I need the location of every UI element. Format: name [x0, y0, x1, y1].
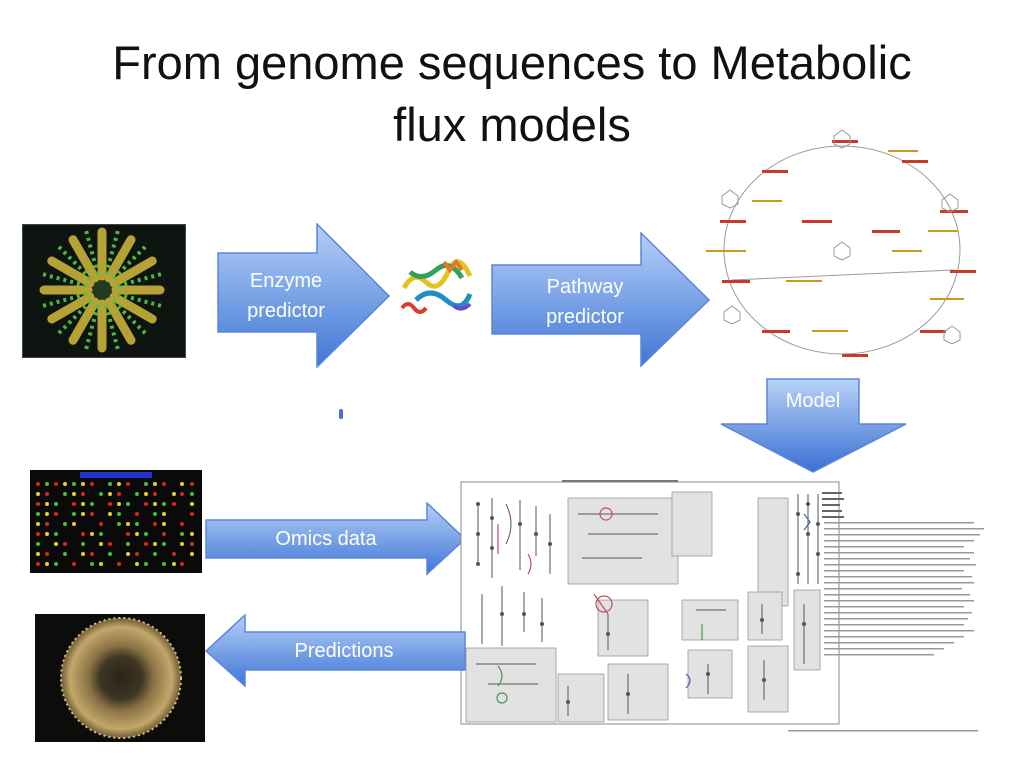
- enzyme-predictor-label: Enzyme predictor: [247, 270, 325, 322]
- cell-micrograph-image: [22, 224, 186, 358]
- model-label: Model: [785, 390, 841, 412]
- title-line-1: From genome sequences to Metabolic: [112, 36, 912, 89]
- enzyme-predictor-arrow: [217, 223, 391, 369]
- pathway-predictor-label: Pathway predictor: [546, 276, 624, 328]
- pathway-predictor-arrow: [491, 232, 711, 368]
- omics-data-arrow: [205, 502, 467, 576]
- slide-title: From genome sequences to Metabolic flux …: [0, 32, 1024, 156]
- microarray-image: [30, 470, 202, 573]
- pathway-cycle-diagram: [706, 130, 976, 357]
- protein-structure-image: [400, 258, 473, 314]
- omics-data-label: Omics data: [275, 528, 377, 550]
- stray-mark: [339, 409, 343, 419]
- colony-photo-image: [35, 614, 205, 742]
- model-arrow: [720, 378, 907, 473]
- title-line-2: flux models: [393, 98, 631, 151]
- predictions-label: Predictions: [294, 640, 394, 662]
- metabolic-network-map: [460, 480, 984, 732]
- predictions-arrow: [205, 614, 466, 688]
